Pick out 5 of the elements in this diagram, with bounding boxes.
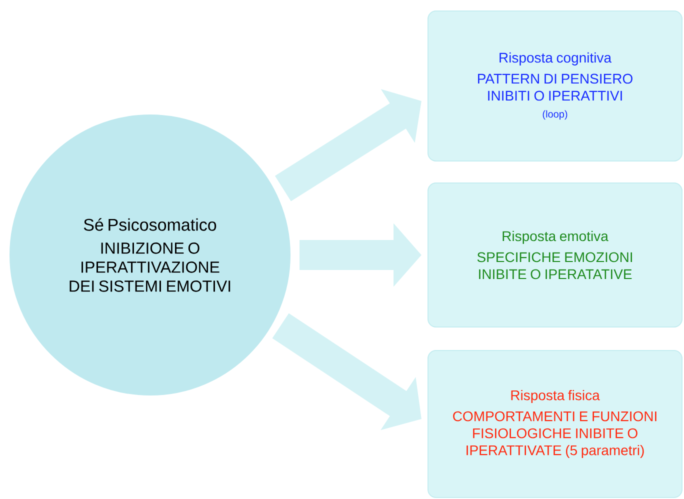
process-box: Risposta fisica COMPORTAMENTI E FUNZIONI FISIOLOGICHE INIBITE O IPERATTIVATE (5 parametri): [428, 350, 682, 498]
process-box: Risposta emotiva SPECIFICHE EMOZIONI INIBITE O IPERATATIVE: [428, 182, 682, 328]
block-arrow: [274, 89, 422, 202]
process-box: Risposta cognitiva PATTERN DI PENSIERO INIBITI O IPERATTIVI (loop): [428, 10, 682, 162]
circle-node: Sé Psicosomatico INIBIZIONE O IPERATTIVAZIONE DEI SISTEMI EMOTIVI: [8, 114, 292, 396]
